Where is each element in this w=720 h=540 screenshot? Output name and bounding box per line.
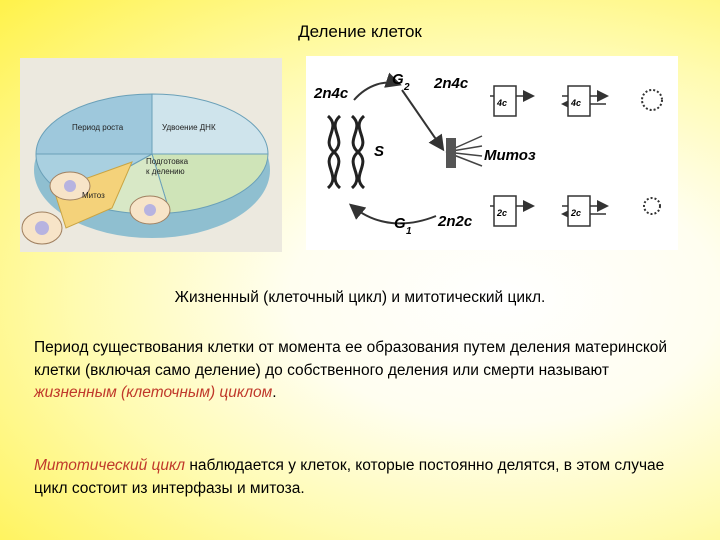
label-g1-sub: 1 <box>406 226 412 237</box>
dna-helix-left-strand <box>326 114 342 190</box>
figure-caption: Жизненный (клеточный цикл) и митотически… <box>174 289 546 306</box>
label-2n4c-left: 2n4c <box>313 85 349 102</box>
label-s-phase: S <box>374 143 384 160</box>
sector-label-prep-line2: к делению <box>146 167 185 176</box>
paragraph2-term: Митотический цикл <box>34 457 186 474</box>
nucleus-icon-upper <box>641 89 663 111</box>
mitotic-cycle-scheme-figure: 2n4c G 2 2n4c S Митоз G 1 2n2c 4c 4c 2c … <box>306 56 678 250</box>
sector-label-mitosis: Митоз <box>82 191 105 200</box>
cell-cycle-wheel-figure: Период роста Удвоение ДНК Подготовка к д… <box>20 58 282 252</box>
cell-nucleus-shape <box>35 221 49 235</box>
tube-label-4c-b: 4c <box>570 98 581 108</box>
wheel-sector-growth <box>35 93 153 155</box>
dna-helix-right-strand <box>350 114 366 190</box>
arrow-to-mitosis <box>401 89 445 152</box>
label-mitosis: Митоз <box>484 147 536 164</box>
arrow-g2 <box>353 72 402 101</box>
paragraph2-text: наблюдается у клеток, которые постоянно … <box>34 457 665 497</box>
label-g2: G <box>392 71 404 88</box>
paragraph1-end: . <box>272 384 277 401</box>
paragraph1-text: Период существования клетки от момента е… <box>34 339 668 379</box>
mitosis-spindle-icon <box>445 135 483 168</box>
paragraph1-term: жизненным (клеточным) циклом <box>34 384 273 401</box>
tube-upper-left <box>493 85 517 117</box>
sector-label-dna: Удвоение ДНК <box>162 123 216 132</box>
tube-upper-right <box>567 85 591 117</box>
tube-label-4c-a: 4c <box>496 98 507 108</box>
tube-lower-left <box>493 195 517 227</box>
label-2n4c-top: 2n4c <box>433 75 469 92</box>
label-g1: G <box>394 215 406 232</box>
cell-cycle-wheel-illustration: Период роста Удвоение ДНК Подготовка к д… <box>21 93 270 245</box>
label-2n2c: 2n2c <box>437 213 473 230</box>
paragraph-life-cycle: Период существования клетки от момента е… <box>34 337 684 405</box>
tube-lower-right <box>567 195 591 227</box>
label-g2-sub: 2 <box>403 82 410 93</box>
wheel-sector-prep <box>151 153 269 214</box>
tube-label-2c-a: 2c <box>496 208 507 218</box>
wheel-sector-dna <box>151 93 269 155</box>
sector-label-prep-line1: Подготовка <box>146 157 189 166</box>
cell-nucleus-shape <box>144 204 156 216</box>
cell-nucleus-shape <box>64 180 76 192</box>
arrow-g1 <box>348 203 437 225</box>
tube-label-2c-b: 2c <box>570 208 581 218</box>
nucleus-icon-lower <box>643 197 661 215</box>
slide-title: Деление клеток <box>298 22 422 41</box>
paragraph-mitotic-cycle: Митотический цикл наблюдается у клеток, … <box>34 455 684 500</box>
mitotic-cycle-scheme-illustration: 2n4c G 2 2n4c S Митоз G 1 2n2c 4c 4c 2c … <box>313 71 663 237</box>
sector-label-growth: Период роста <box>72 123 124 132</box>
